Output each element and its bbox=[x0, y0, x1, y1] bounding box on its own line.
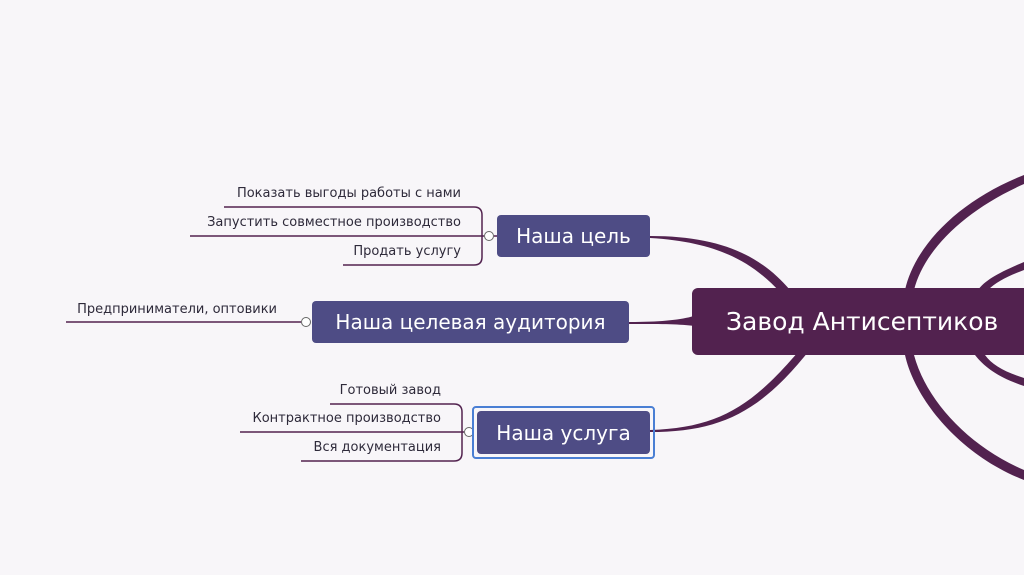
branch-right-3 bbox=[905, 355, 1024, 480]
subtopic-ready-plant[interactable]: Готовый завод bbox=[339, 383, 441, 398]
branch-to-service bbox=[650, 352, 808, 432]
subtopic-entrepreneurs[interactable]: Предприниматели, оптовики bbox=[77, 302, 277, 317]
branch-right-4 bbox=[975, 355, 1024, 386]
subtopic-show-benefits[interactable]: Показать выгоды работы с нами bbox=[236, 186, 461, 201]
topic-service-label: Наша услуга bbox=[496, 420, 631, 445]
goal-subtopic-connectors bbox=[190, 206, 484, 266]
topic-audience-label: Наша целевая аудитория bbox=[335, 310, 606, 334]
audience-collapse-handle bbox=[301, 317, 311, 327]
branch-right-2 bbox=[978, 262, 1024, 290]
main-topic-label: Завод Антисептиков bbox=[726, 307, 999, 336]
topic-goal[interactable]: Наша цель bbox=[497, 215, 650, 257]
subtopic-contract-production[interactable]: Контрактное производство bbox=[252, 411, 442, 426]
subtopic-sell-service[interactable]: Продать услугу bbox=[353, 244, 461, 259]
branch-to-audience bbox=[629, 316, 694, 326]
selection-outline bbox=[472, 406, 655, 459]
topic-goal-label: Наша цель bbox=[516, 224, 631, 248]
topic-service[interactable]: Наша услуга bbox=[477, 411, 650, 454]
branch-right-1 bbox=[905, 175, 1024, 290]
subtopic-documentation[interactable]: Вся документация bbox=[313, 440, 441, 455]
goal-collapse-handle bbox=[484, 231, 494, 241]
topic-audience[interactable]: Наша целевая аудитория bbox=[312, 301, 629, 343]
branch-to-goal bbox=[650, 236, 790, 292]
main-topic[interactable]: Завод Антисептиков bbox=[692, 288, 1024, 355]
subtopic-joint-production[interactable]: Запустить совместное производство bbox=[207, 215, 461, 230]
service-subtopic-connectors bbox=[240, 403, 464, 462]
